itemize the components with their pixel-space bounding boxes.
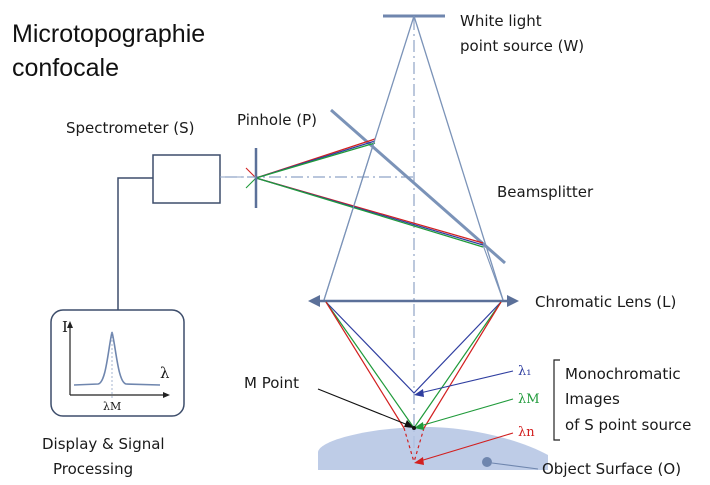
beamsplitter-plate [330, 108, 506, 265]
graph-lambda-label: λ [160, 364, 170, 382]
label-lambda-n: λn [518, 425, 535, 440]
pointer-lambda-n-head [414, 457, 424, 465]
pointer-lambda-m-head [414, 422, 424, 430]
pointer-m-point-head [404, 420, 414, 428]
return-ray-green-1 [255, 142, 376, 179]
graph-lambda-m-label: λM [103, 400, 121, 413]
pointer-lambda-m [419, 398, 514, 427]
pointer-lambda-n [419, 432, 514, 462]
label-chromatic-lens: Chromatic Lens (L) [535, 293, 676, 311]
label-lambda-1: λ₁ [518, 364, 531, 379]
label-m-point: M Point [244, 374, 299, 392]
spectrometer-box [152, 154, 221, 204]
split-ray-red-left [323, 138, 376, 301]
illumination-ray-right [413, 15, 504, 301]
lens-arrow-left [308, 295, 320, 307]
graph-i-label: I [62, 318, 68, 336]
lens-arrow-right [507, 295, 519, 307]
label-white-light-2: point source (W) [460, 37, 584, 55]
label-object-surface: Object Surface (O) [542, 460, 681, 478]
label-spectrometer: Spectrometer (S) [66, 119, 195, 137]
signal-cable [117, 177, 153, 310]
pinhole-ray-red-a [245, 167, 257, 179]
title-line-1: Microtopographie [12, 20, 205, 48]
label-mono-2: Images [565, 390, 620, 408]
focus-ray-red-left-solid [325, 301, 405, 429]
label-display-2: Processing [53, 460, 133, 478]
graph-y-arrow [67, 321, 73, 328]
pointer-lambda-1-head [414, 389, 424, 397]
label-lambda-m: λM [518, 392, 540, 407]
focus-ray-blue-left [325, 301, 415, 394]
focus-ray-green-left [325, 301, 415, 429]
title-line-2: confocale [12, 54, 119, 82]
pointer-object-surface [491, 462, 539, 470]
return-ray-green-2 [255, 177, 484, 248]
focus-ray-red-right-solid [423, 301, 502, 429]
focus-ray-blue-right [413, 301, 502, 394]
label-mono-3: of S point source [565, 416, 691, 434]
split-ray-right [482, 244, 504, 301]
graph-x-arrow [163, 392, 170, 398]
pointer-lambda-1 [419, 370, 514, 394]
m-point-dot [412, 426, 416, 430]
focus-ray-green-right [413, 301, 502, 429]
pinhole-ray-green-a [245, 177, 257, 189]
object-surface-dot [482, 457, 492, 467]
object-surface-shape [318, 426, 548, 470]
label-white-light-1: White light [460, 12, 542, 30]
label-pinhole: Pinhole (P) [237, 111, 317, 129]
label-display-1: Display & Signal [42, 435, 165, 453]
label-beamsplitter: Beamsplitter [497, 183, 594, 201]
label-mono-1: Monochromatic [565, 365, 681, 383]
monochromatic-bracket [553, 359, 560, 441]
pointer-m-point [317, 388, 409, 426]
